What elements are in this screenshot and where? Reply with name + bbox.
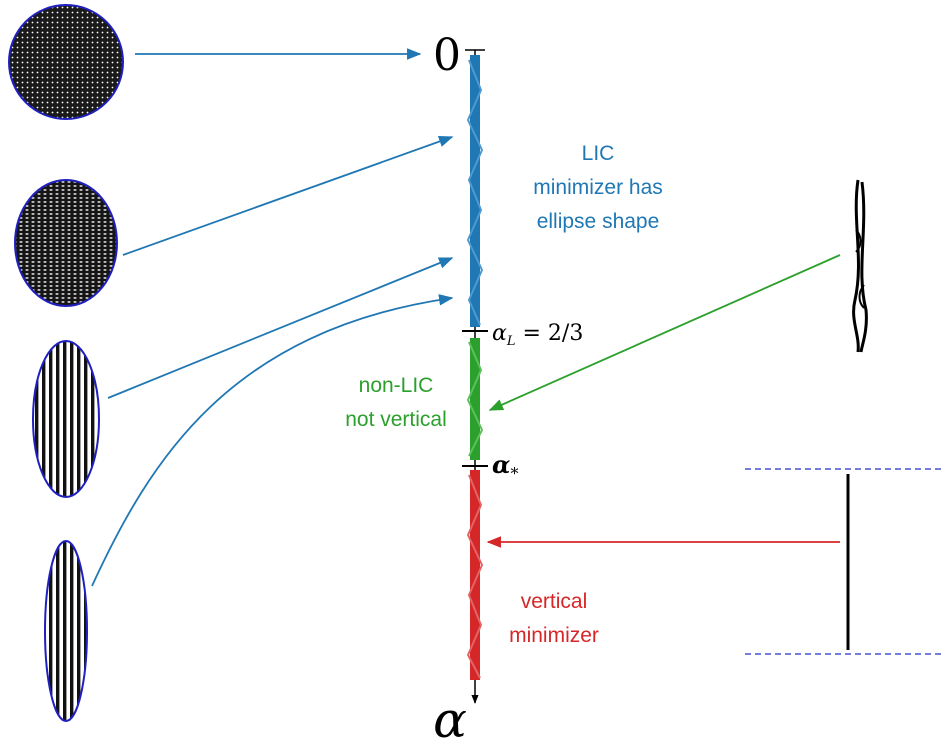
svg-text:minimizer: minimizer — [509, 624, 599, 647]
arrow-striped-to-lic — [107, 257, 454, 399]
svg-text:minimizer has: minimizer has — [533, 176, 663, 199]
minimizer-disk-alpha-0 — [8, 4, 124, 120]
thin-curved-minimizer — [852, 179, 868, 353]
arrow-elongated-to-lic — [91, 294, 454, 587]
lic-region-band — [466, 55, 484, 327]
minimizer-ellipse-elongated — [44, 540, 88, 722]
svg-text:ellipse shape: ellipse shape — [537, 210, 660, 233]
svg-text:non-LIC: non-LIC — [359, 374, 434, 397]
alpha-L-label: αL = 2/3 — [492, 321, 583, 349]
axis-bottom-label: α — [433, 691, 467, 744]
non-lic-region-band — [466, 338, 484, 460]
vertical-region-label: vertical minimizer — [509, 590, 599, 647]
svg-text:LIC: LIC — [582, 142, 615, 165]
vertical-region-band — [466, 470, 484, 680]
svg-text:not vertical: not vertical — [345, 408, 447, 431]
alpha-star-label: α* — [492, 450, 518, 483]
arrow-curved-to-non-lic — [488, 254, 841, 411]
minimizer-ellipse-lic — [14, 179, 118, 307]
minimizer-ellipse-striped — [32, 340, 100, 498]
lic-region-label: LIC minimizer has ellipse shape — [533, 142, 663, 233]
svg-text:vertical: vertical — [521, 590, 588, 613]
arrow-ellipse-to-lic — [122, 135, 454, 256]
non-lic-region-label: non-LIC not vertical — [345, 374, 447, 431]
axis-top-label: 0 — [433, 30, 461, 81]
